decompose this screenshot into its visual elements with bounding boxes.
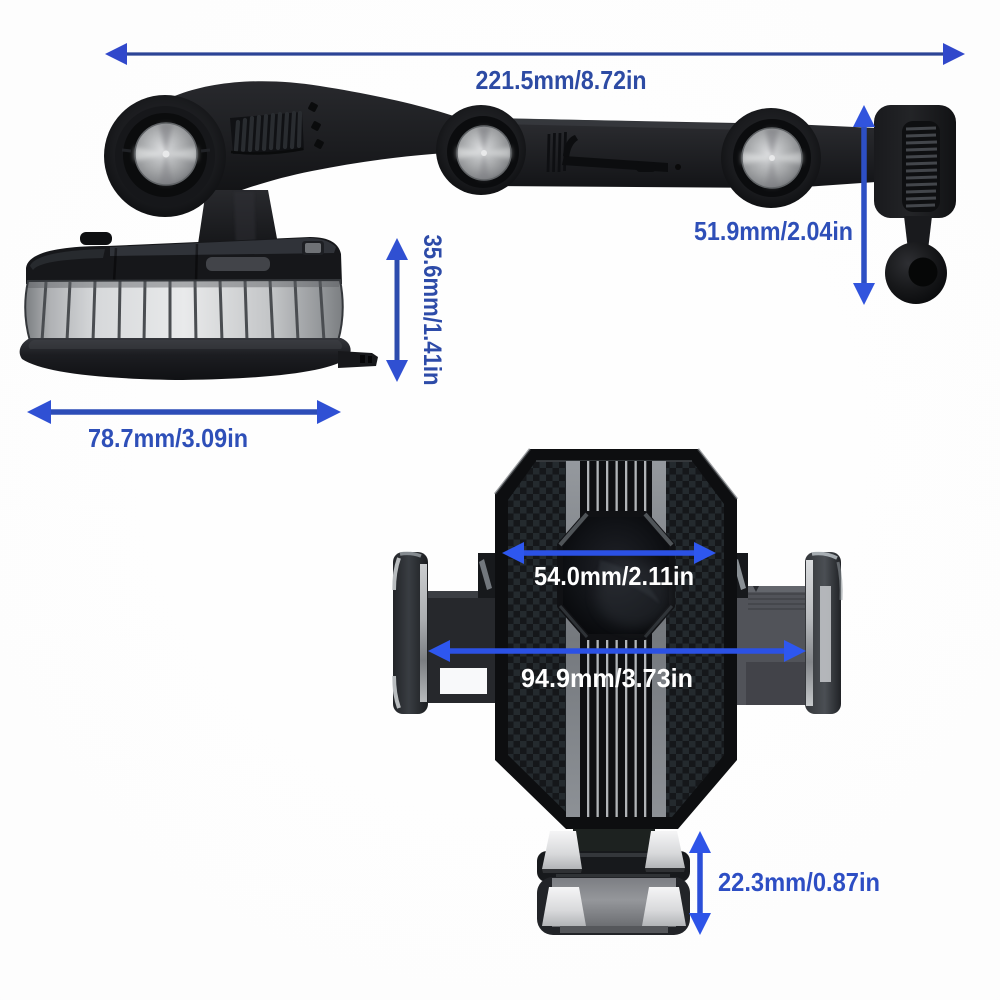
svg-text:51.9mm/2.04in: 51.9mm/2.04in — [694, 216, 853, 246]
svg-text:22.3mm/0.87in: 22.3mm/0.87in — [718, 867, 880, 897]
svg-text:78.7mm/3.09in: 78.7mm/3.09in — [88, 423, 248, 453]
svg-text:54.0mm/2.11in: 54.0mm/2.11in — [534, 561, 694, 591]
svg-text:94.9mm/3.73in: 94.9mm/3.73in — [521, 663, 693, 693]
svg-text:221.5mm/8.72in: 221.5mm/8.72in — [476, 65, 647, 95]
svg-text:35.6mm/1.41in: 35.6mm/1.41in — [418, 235, 446, 386]
